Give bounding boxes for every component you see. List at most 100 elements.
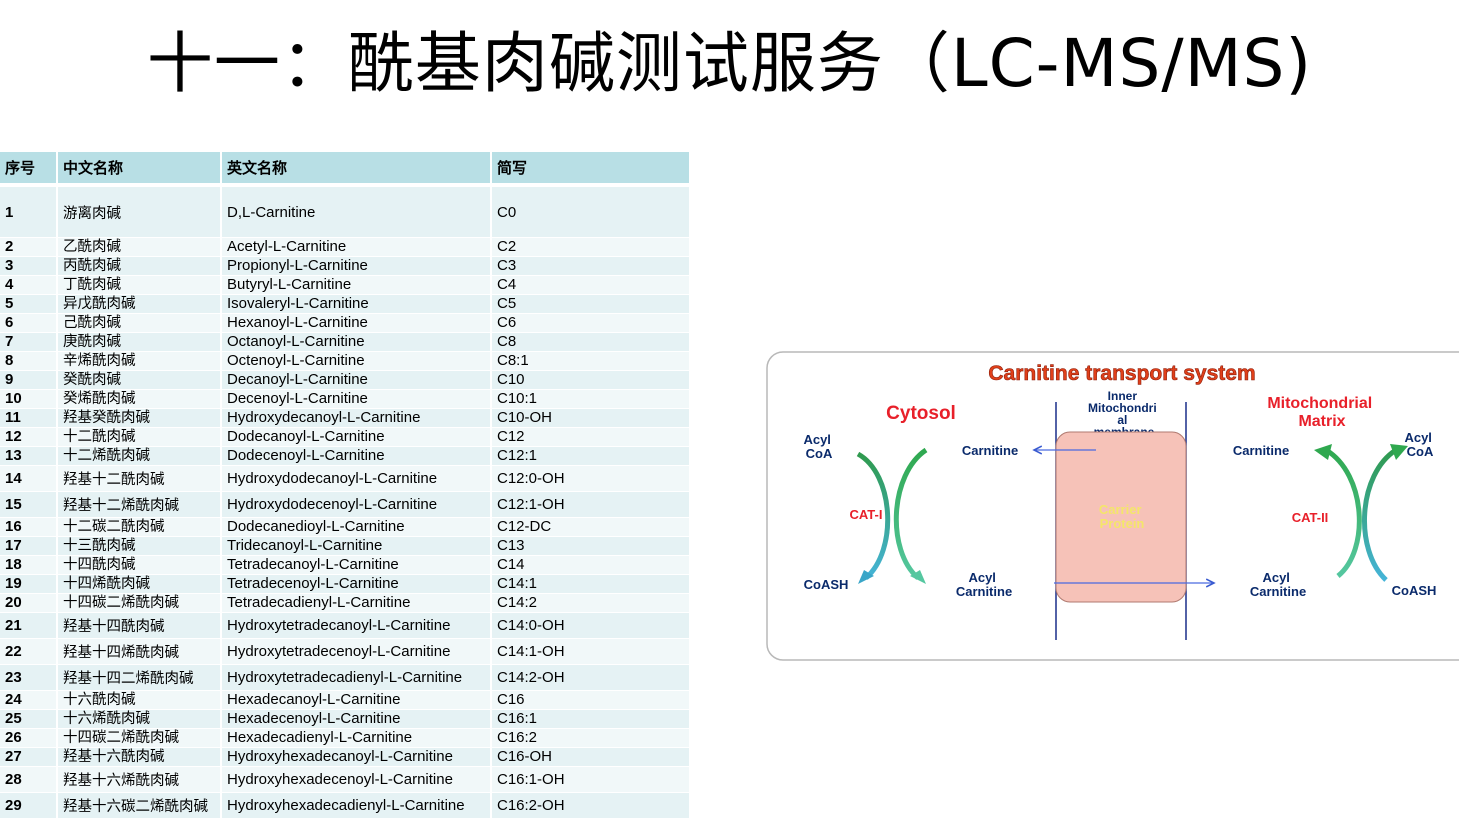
cell-index: 20 [0,593,58,613]
cell-english-name: Hydroxyhexadecanoyl-L-Carnitine [221,747,492,767]
cell-english-name: Hexadecanoyl-L-Carnitine [221,690,492,710]
carnitine-left-label: Carnitine [962,443,1018,458]
cell-index: 9 [0,370,58,390]
cell-abbreviation: C12:0-OH [491,465,690,492]
cell-chinese-name: 癸酰肉碱 [57,370,222,390]
cell-index: 16 [0,517,58,537]
cell-abbreviation: C5 [491,294,690,314]
cell-chinese-name: 庚酰肉碱 [57,332,222,352]
cell-chinese-name: 辛烯酰肉碱 [57,351,222,371]
cell-english-name: Hydroxyhexadecadienyl-L-Carnitine [221,792,492,819]
cell-chinese-name: 羟基十二烯酰肉碱 [57,491,222,518]
cell-index: 5 [0,294,58,314]
cell-abbreviation: C12-DC [491,517,690,537]
cell-english-name: Hydroxydecanoyl-L-Carnitine [221,408,492,428]
cell-abbreviation: C10-OH [491,408,690,428]
cell-english-name: Butyryl-L-Carnitine [221,275,492,295]
cat-2-arrowhead-right [1390,444,1408,460]
cell-chinese-name: 十四碳二烯酰肉碱 [57,728,222,748]
cell-index: 3 [0,256,58,276]
cat-1-arrowhead-left [858,570,874,584]
header-chinese-name: 中文名称 [57,152,222,187]
cell-abbreviation: C14:1 [491,574,690,594]
cell-chinese-name: 异戊酰肉碱 [57,294,222,314]
acyl-coa-left-label: Acyl CoA [803,432,834,461]
cell-chinese-name: 十三酰肉碱 [57,536,222,556]
cell-index: 18 [0,555,58,575]
carrier-protein [1055,431,1187,603]
cell-english-name: Decenoyl-L-Carnitine [221,389,492,409]
cell-abbreviation: C16:2 [491,728,690,748]
cell-abbreviation: C16:2-OH [491,792,690,819]
cell-english-name: Hydroxytetradecenoyl-L-Carnitine [221,638,492,665]
cell-chinese-name: 十六烯酰肉碱 [57,709,222,729]
cell-index: 8 [0,351,58,371]
cell-chinese-name: 羟基十二酰肉碱 [57,465,222,492]
cell-english-name: Hydroxyhexadecenoyl-L-Carnitine [221,766,492,793]
cell-english-name: Tetradecenoyl-L-Carnitine [221,574,492,594]
cell-abbreviation: C14:1-OH [491,638,690,665]
cell-english-name: Hexadecadienyl-L-Carnitine [221,728,492,748]
cell-chinese-name: 羟基十六烯酰肉碱 [57,766,222,793]
cell-index: 27 [0,747,58,767]
cell-english-name: Dodecenoyl-L-Carnitine [221,446,492,466]
cell-english-name: Hydroxydodecanoyl-L-Carnitine [221,465,492,492]
cell-chinese-name: 十四碳二烯酰肉碱 [57,593,222,613]
cell-abbreviation: C8 [491,332,690,352]
cell-abbreviation: C13 [491,536,690,556]
cell-abbreviation: C6 [491,313,690,333]
diagram-canvas: Carnitine transport system Cytosol Inner… [766,351,1459,661]
header-english-name: 英文名称 [221,152,492,187]
cell-abbreviation: C12 [491,427,690,447]
cell-english-name: Dodecanoyl-L-Carnitine [221,427,492,447]
cell-english-name: Hydroxytetradecanoyl-L-Carnitine [221,612,492,639]
cell-index: 11 [0,408,58,428]
cell-abbreviation: C16-OH [491,747,690,767]
cell-english-name: Propionyl-L-Carnitine [221,256,492,276]
acyl-carnitine-right-label: Acyl Carnitine [1250,570,1306,599]
cell-abbreviation: C14:2 [491,593,690,613]
cell-abbreviation: C14:0-OH [491,612,690,639]
carnitine-transport-diagram: Carnitine transport system Cytosol Inner… [766,350,1459,662]
cell-index: 21 [0,612,58,639]
cell-index: 29 [0,792,58,819]
cell-chinese-name: 十二酰肉碱 [57,427,222,447]
cell-chinese-name: 丙酰肉碱 [57,256,222,276]
cell-index: 19 [0,574,58,594]
cell-abbreviation: C10 [491,370,690,390]
cell-abbreviation: C2 [491,237,690,257]
cell-chinese-name: 十二碳二酰肉碱 [57,517,222,537]
cell-abbreviation: C0 [491,185,690,238]
cell-chinese-name: 十二烯酰肉碱 [57,446,222,466]
cell-index: 26 [0,728,58,748]
cell-chinese-name: 游离肉碱 [57,185,222,238]
cell-index: 1 [0,185,58,238]
cell-abbreviation: C16:1-OH [491,766,690,793]
slide-title: 十一：酰基肉碱测试服务（LC-MS/MS) [146,25,1313,102]
cell-chinese-name: 乙酰肉碱 [57,237,222,257]
cat-1-arrow-down-right [893,447,928,580]
cat-2-arrow-up-left [1324,447,1362,578]
cell-english-name: Isovaleryl-L-Carnitine [221,294,492,314]
cat-1-label: CAT-I [850,507,883,522]
cell-english-name: Tridecanoyl-L-Carnitine [221,536,492,556]
cell-abbreviation: C12:1 [491,446,690,466]
cell-index: 12 [0,427,58,447]
cell-english-name: Hydroxytetradecadienyl-L-Carnitine [221,664,492,691]
cell-english-name: Hydroxydodecenoyl-L-Carnitine [221,491,492,518]
cell-index: 13 [0,446,58,466]
